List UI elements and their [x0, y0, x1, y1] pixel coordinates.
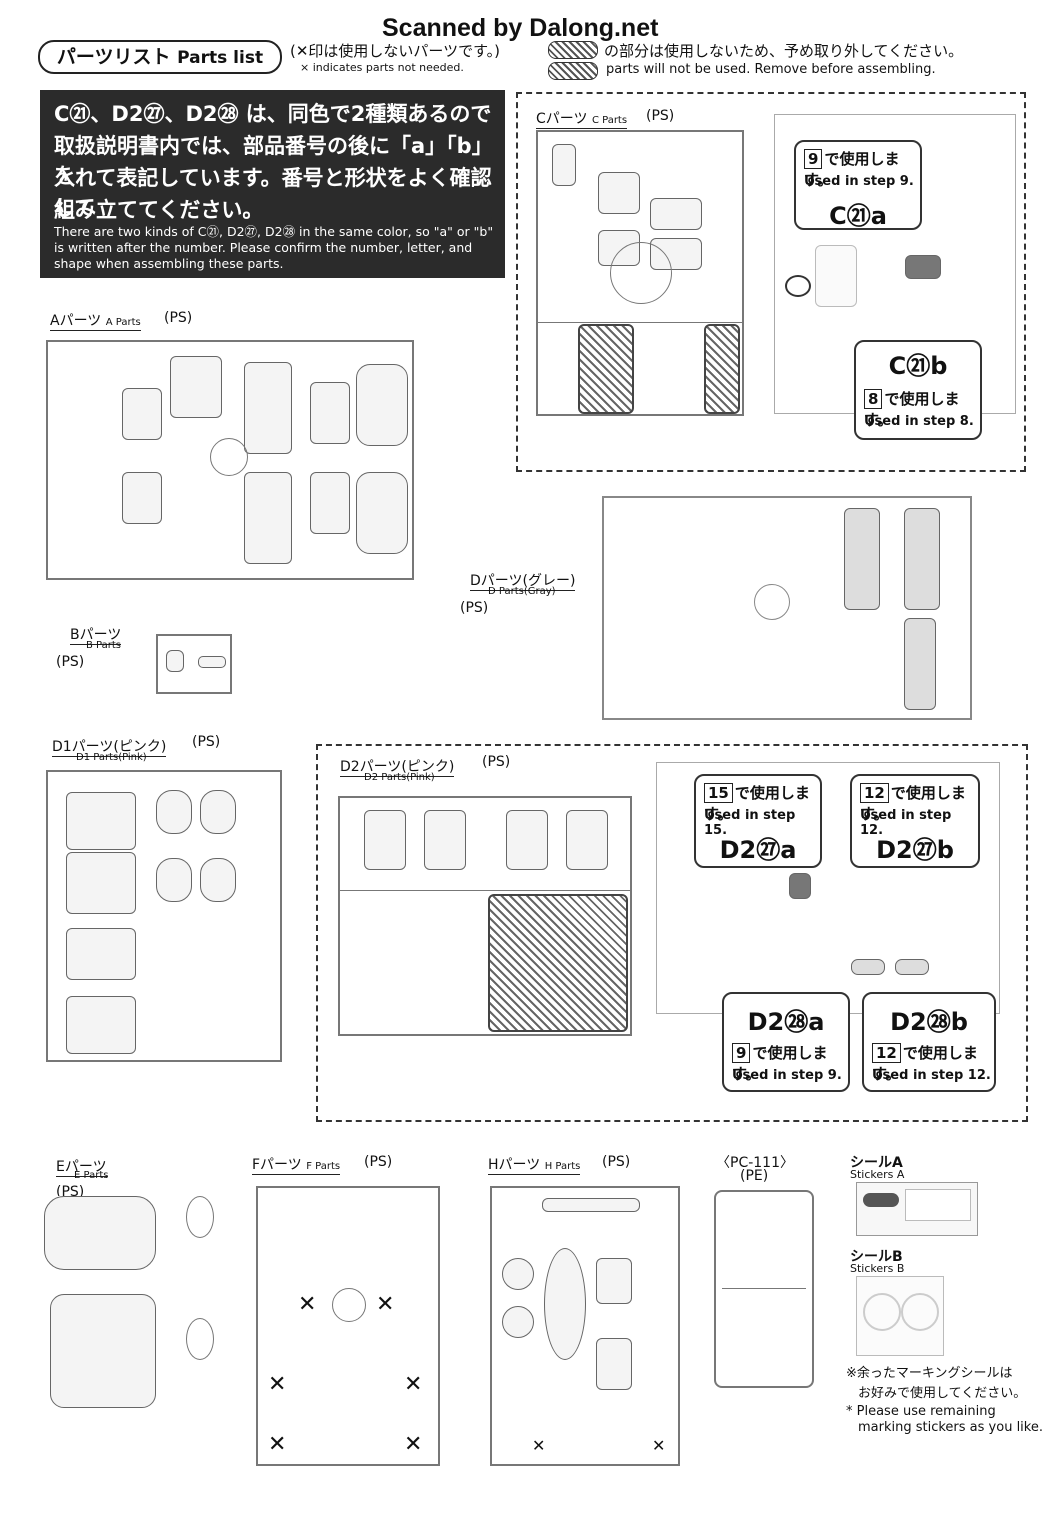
sticker-b-label-en: Stickers B [850, 1262, 905, 1275]
c-parts-label: Cパーツ C Parts [536, 108, 628, 129]
d2-parts-material: (PS) [482, 754, 511, 770]
d2-parts-label-en: D2 Parts(Pink) [364, 772, 435, 783]
pc-parts-material: (PE) [740, 1168, 769, 1184]
d1-parts-label-en: D1 Parts(Pink) [76, 752, 147, 763]
notice-jp-2: 取扱説明書内では、部品番号の後に「a」「b」を [54, 134, 493, 188]
c-parts-dashed-frame [516, 92, 1026, 472]
b-parts-label-en: B Parts [86, 640, 121, 651]
e-parts-label-en: E Parts [74, 1170, 109, 1181]
f-unused-x-5: ✕ [268, 1432, 287, 1457]
footer-note-en-1: * Please use remaining [846, 1404, 996, 1419]
h-parts-runner: ✕ ✕ [490, 1186, 680, 1466]
parts-list-title-jp: パーツリスト [56, 46, 171, 68]
h-parts-material: (PS) [602, 1154, 631, 1170]
x-note-jp: (✕印は使用しないパーツです。) [290, 42, 500, 60]
c-parts-material: (PS) [646, 108, 675, 124]
d2-hatch [488, 894, 628, 1032]
pc-parts-runner [714, 1190, 814, 1388]
sticker-b-sheet [856, 1276, 944, 1356]
notice-en: There are two kinds of C㉑, D2㉗, D2㉘ in t… [54, 224, 494, 271]
zeon-emblem-icon [863, 1293, 901, 1331]
d-parts-label-en: D Parts(Gray) [488, 586, 556, 597]
f-parts-label: Fパーツ F Parts [252, 1154, 341, 1175]
d-parts-label: Dパーツ(グレー) [470, 570, 576, 591]
d-parts-material: (PS) [460, 600, 489, 616]
c-hatch-right [704, 324, 740, 414]
f-unused-x-2: ✕ [376, 1292, 395, 1317]
e-part-round-2 [186, 1318, 214, 1360]
watermark: Scanned by Dalong.net [382, 14, 659, 42]
notice-box: C㉑、D2㉗、D2㉘ は、同色で2種類あるので 取扱説明書内では、部品番号の後に… [40, 90, 505, 278]
sticker-a-sheet [856, 1182, 978, 1236]
pc-parts-label: 〈PC-111〉 [716, 1155, 794, 1171]
f-unused-x-3: ✕ [268, 1372, 287, 1397]
f-unused-x-1: ✕ [298, 1292, 317, 1317]
d2-parts-dashed-frame [316, 744, 1028, 1122]
notice-jp-4: 組み立ててください。 [54, 198, 264, 222]
e-parts-label: Eパーツ [56, 1156, 107, 1177]
b-parts-material: (PS) [56, 654, 85, 670]
x-note-en: × indicates parts not needed. [300, 61, 464, 74]
d-parts-runner [602, 496, 972, 720]
sticker-a-label-en: Stickers A [850, 1168, 905, 1181]
notice-jp-3: 入れて表記しています。番号と形状をよく確認して [54, 166, 492, 220]
d1-parts-material: (PS) [192, 734, 221, 750]
c-hatch-left [578, 324, 634, 414]
footer-note-jp-2: お好みで使用してください。 [858, 1386, 1027, 1401]
f-parts-runner: ✕ ✕ ✕ ✕ ✕ ✕ [256, 1186, 440, 1466]
e-part-round-1 [186, 1196, 214, 1238]
a-parts-material: (PS) [164, 310, 193, 326]
e-parts-runner [44, 1196, 162, 1412]
h-parts-label: Hパーツ H Parts [488, 1154, 581, 1175]
hatch-key-icon-2 [548, 62, 598, 80]
parts-list-title-en: Parts list [177, 48, 264, 68]
h-unused-x-2: ✕ [652, 1436, 666, 1455]
f-parts-material: (PS) [364, 1154, 393, 1170]
d1-parts-label: D1パーツ(ピンク) [52, 736, 167, 757]
f-unused-x-4: ✕ [404, 1372, 423, 1397]
hatch-key-icon [548, 41, 598, 59]
sticker-a-label-jp: シールA [850, 1155, 903, 1171]
f-unused-x-6: ✕ [404, 1432, 423, 1457]
a-parts-label: Aパーツ A Parts [50, 310, 141, 331]
hatch-note-jp: の部分は使用しないため、予め取り外してください。 [604, 42, 964, 60]
d2-parts-runner [338, 796, 632, 1036]
hatch-note-en: parts will not be used. Remove before as… [606, 62, 936, 77]
d1-parts-runner [46, 770, 282, 1062]
sticker-b-label-jp: シールB [850, 1249, 903, 1265]
d2-parts-label: D2パーツ(ピンク) [340, 756, 455, 777]
footer-note-jp-1: ※余ったマーキングシールは [846, 1366, 1013, 1381]
footer-note-en-2: marking stickers as you like. [858, 1420, 1043, 1435]
c-parts-runner [536, 130, 744, 416]
a-parts-runner [46, 340, 414, 580]
zeon-emblem-icon-2 [901, 1293, 939, 1331]
b-parts-label: Bパーツ [70, 624, 122, 645]
parts-list-title: パーツリスト Parts list [38, 40, 282, 74]
b-parts-runner [156, 634, 232, 694]
h-unused-x-1: ✕ [532, 1436, 546, 1455]
notice-jp-1: C㉑、D2㉗、D2㉘ は、同色で2種類あるので [54, 102, 492, 126]
